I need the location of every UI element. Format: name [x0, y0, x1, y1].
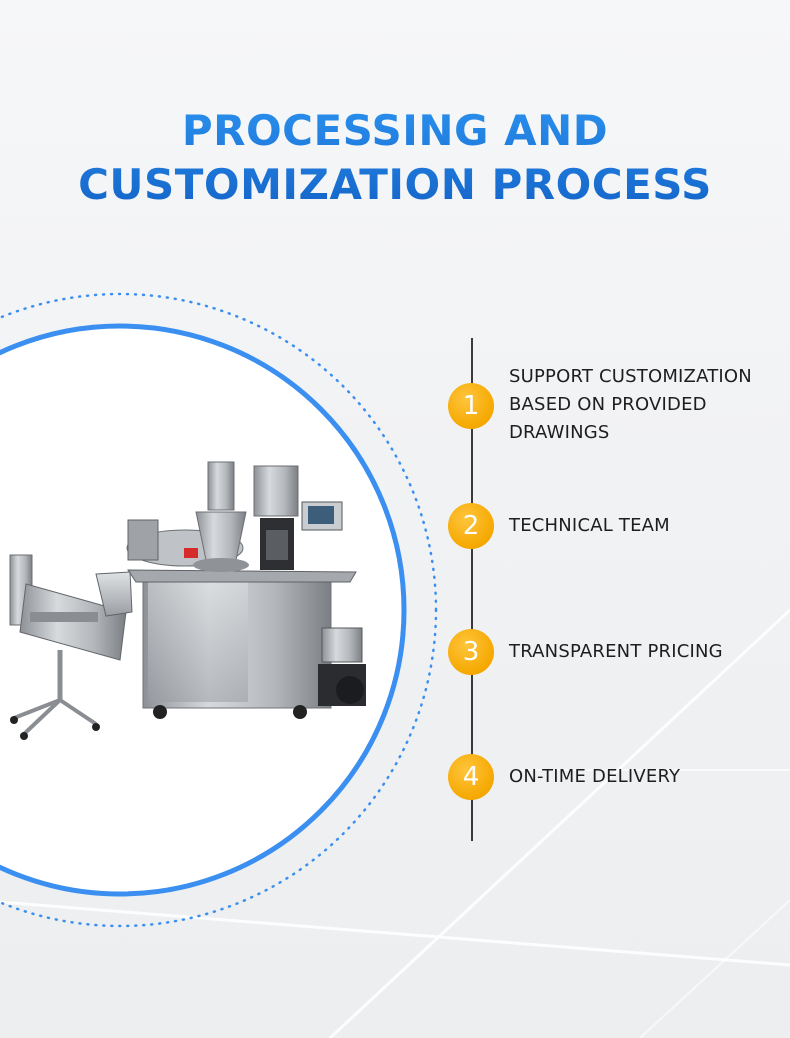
step-item-2: 2 TECHNICAL TEAM: [448, 503, 778, 549]
step-number-badge: 1: [448, 383, 494, 429]
step-label-line: TECHNICAL TEAM: [509, 515, 670, 536]
step-label-line: ON-TIME DELIVERY: [509, 766, 681, 787]
step-number-badge: 4: [448, 754, 494, 800]
step-label: TECHNICAL TEAM: [509, 512, 670, 540]
step-number-badge: 3: [448, 629, 494, 675]
step-label-line: BASED ON PROVIDED: [509, 394, 707, 415]
step-item-3: 3 TRANSPARENT PRICING: [448, 629, 778, 675]
step-label-line: DRAWINGS: [509, 422, 610, 443]
polishing-machine: [9, 554, 133, 740]
step-number-badge: 2: [448, 503, 494, 549]
step-label: TRANSPARENT PRICING: [509, 638, 723, 666]
step-label-line: SUPPORT CUSTOMIZATION: [509, 366, 752, 387]
step-label: ON-TIME DELIVERY: [509, 763, 680, 791]
step-item-4: 4 ON-TIME DELIVERY: [448, 754, 778, 800]
step-item-1: 1 SUPPORT CUSTOMIZATION BASED ON PROVIDE…: [448, 366, 778, 443]
timeline-line: [471, 338, 473, 841]
machine-photo: [9, 461, 366, 740]
step-label: SUPPORT CUSTOMIZATION BASED ON PROVIDED …: [509, 363, 752, 447]
dotted-ring: [0, 292, 438, 928]
step-label-line: TRANSPARENT PRICING: [509, 641, 723, 662]
